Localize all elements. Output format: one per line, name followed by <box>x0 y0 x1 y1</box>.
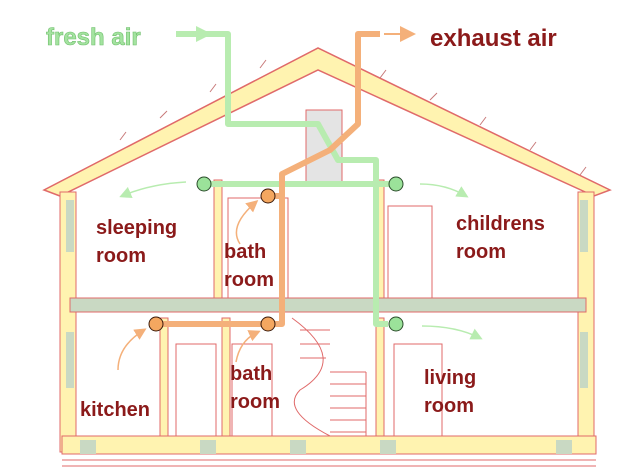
walls <box>59 109 597 467</box>
air-flow-arrows <box>117 181 483 371</box>
staircase <box>291 317 367 437</box>
living-room-label-line1: living <box>424 367 476 389</box>
sleeping-room-label-line1: sleeping <box>96 217 177 239</box>
childrens-room-label-line1: childrens <box>456 213 545 235</box>
air-flow-arrow-icon <box>235 330 261 363</box>
fan-vent-icon <box>260 188 276 204</box>
fan-vent-icon <box>388 316 404 332</box>
labels: fresh air exhaust air sleeping room bath… <box>46 24 557 421</box>
bath-room-lower-label-line1: bath <box>230 363 272 385</box>
fan-vent-icon <box>388 176 404 192</box>
fan-vent-icon <box>148 316 164 332</box>
air-flow-arrow-icon <box>419 183 469 198</box>
bath-room-upper-label-line1: bath <box>224 241 266 263</box>
bath-room-lower-label-line2: room <box>230 391 280 413</box>
vents <box>148 176 404 332</box>
kitchen-label: kitchen <box>80 399 150 421</box>
fan-vent-icon <box>260 316 276 332</box>
childrens-room-label-line2: room <box>456 241 506 263</box>
fan-vent-icon <box>196 176 212 192</box>
fresh-air-duct <box>176 31 396 327</box>
air-flow-arrow-icon <box>117 328 147 371</box>
exhaust-air-label: exhaust air <box>430 25 557 52</box>
air-flow-arrow-icon <box>235 200 259 245</box>
fresh-air-label: fresh air <box>46 24 141 51</box>
living-room-label-line2: room <box>424 395 474 417</box>
sleeping-room-label-line2: room <box>96 245 146 267</box>
air-flow-arrow-icon <box>119 181 187 198</box>
air-flow-arrow-icon <box>421 325 483 340</box>
bath-room-upper-label-line2: room <box>224 269 274 291</box>
